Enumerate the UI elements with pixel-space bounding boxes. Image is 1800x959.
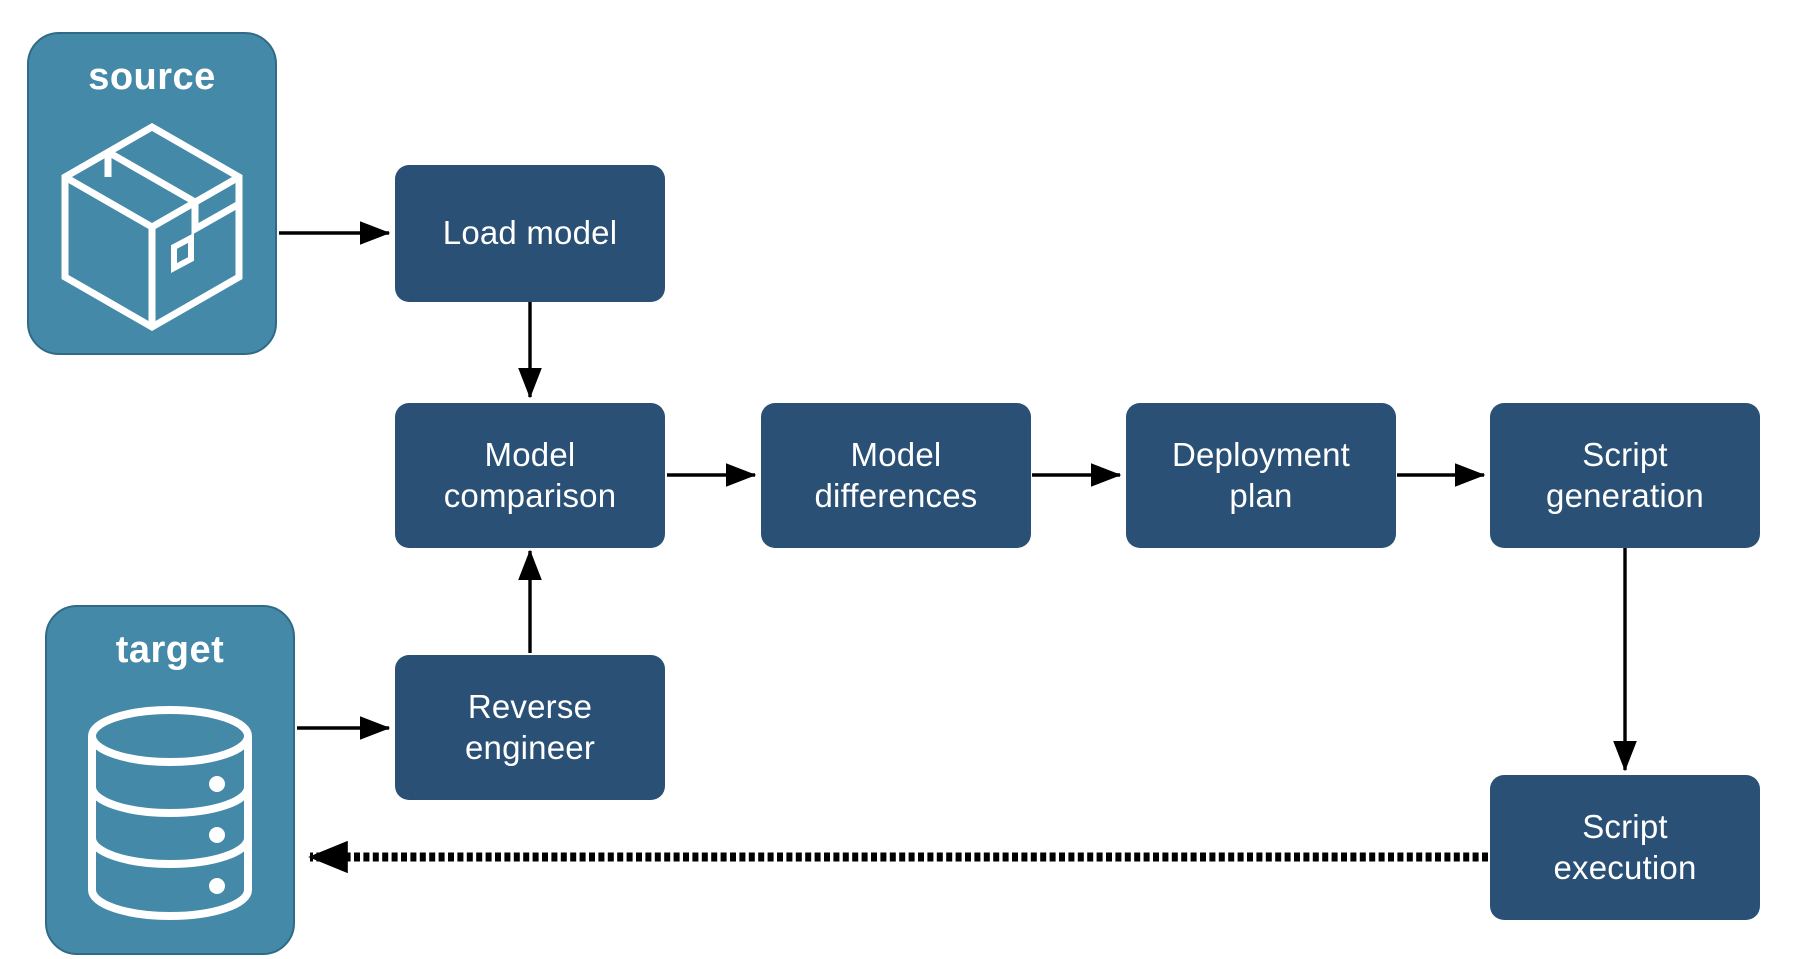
process-script-generation[interactable]: Script generation [1490,403,1760,548]
process-reverse-engineer[interactable]: Reverse engineer [395,655,665,800]
process-load-model[interactable]: Load model [395,165,665,302]
process-deployment-plan[interactable]: Deployment plan [1126,403,1396,548]
database-cylinder-icon [47,672,293,953]
process-deployment-plan-label: Deployment plan [1171,436,1351,514]
endpoint-source[interactable]: source [27,32,277,355]
process-script-execution-label: Script execution [1553,808,1697,886]
process-model-differences-label: Model differences [814,436,978,514]
package-box-icon [29,99,275,353]
process-reverse-engineer-label: Reverse engineer [464,688,596,766]
process-script-execution[interactable]: Script execution [1490,775,1760,920]
endpoint-source-label: source [88,56,216,98]
process-model-comparison-label: Model comparison [443,436,617,514]
endpoint-target-label: target [115,629,225,671]
process-model-comparison[interactable]: Model comparison [395,403,665,548]
process-load-model-label: Load model [442,214,618,252]
process-model-differences[interactable]: Model differences [761,403,1031,548]
endpoint-target[interactable]: target [45,605,295,955]
process-script-generation-label: Script generation [1546,436,1704,514]
